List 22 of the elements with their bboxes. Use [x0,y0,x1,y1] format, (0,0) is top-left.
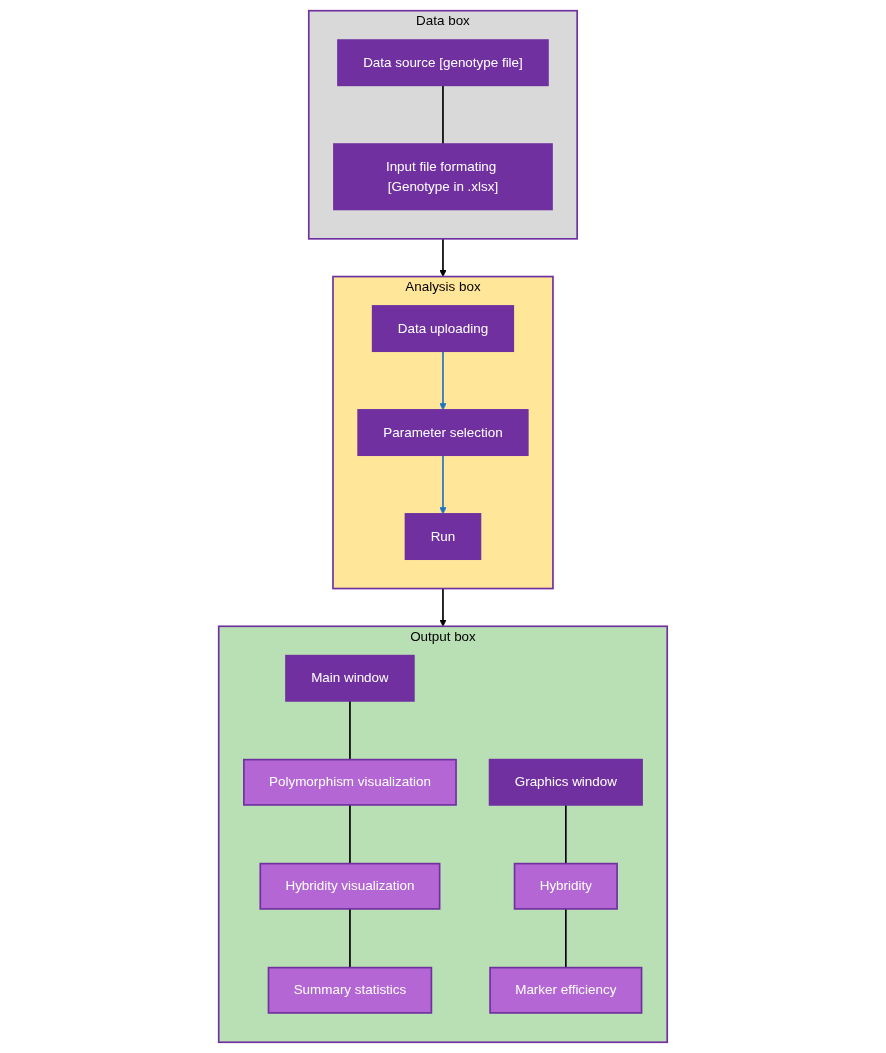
node-box: Polymorphism visualization [243,758,457,806]
node-box: Parameter selection [357,409,529,457]
connector [349,908,351,969]
connector [442,84,444,145]
arrow [439,454,447,515]
node-box: Main window [285,654,415,702]
connector [565,908,567,969]
connector [565,804,567,865]
node-box: Run [404,513,482,561]
node-box: Data uploading [371,305,515,353]
node-box: Summary statistics [267,966,433,1014]
node-box: Input file formating [Genotype in .xlsx] [333,143,553,211]
node-box: Marker efficiency [489,966,643,1014]
node-box: Data source [genotype file] [337,39,549,87]
arrow [439,350,447,411]
node-box: Graphics window [488,758,643,806]
connector [349,700,351,761]
arrow [439,238,447,277]
node-box: Hybridity visualization [259,862,441,910]
connector [349,804,351,865]
arrow [439,587,447,627]
node-box: Hybridity [513,862,618,910]
